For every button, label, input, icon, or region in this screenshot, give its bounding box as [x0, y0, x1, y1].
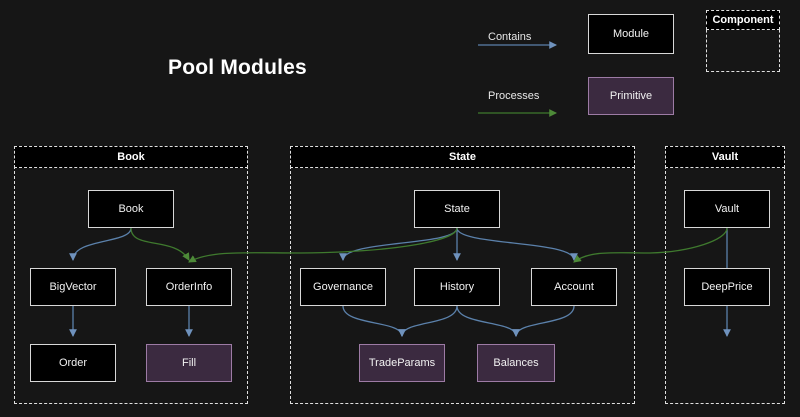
legend-contains-label: Contains	[488, 31, 532, 43]
node-vault[interactable]: Vault	[684, 190, 770, 228]
node-balances[interactable]: Balances	[477, 344, 555, 382]
node-deepprice[interactable]: DeepPrice	[684, 268, 770, 306]
group-vault-label: Vault	[665, 146, 785, 168]
node-state[interactable]: State	[414, 190, 500, 228]
node-tradeparams[interactable]: TradeParams	[359, 344, 445, 382]
node-governance[interactable]: Governance	[300, 268, 386, 306]
group-state-label: State	[290, 146, 635, 168]
group-book-label: Book	[14, 146, 248, 168]
legend-processes-label: Processes	[488, 90, 540, 102]
node-order[interactable]: Order	[30, 344, 116, 382]
node-fill[interactable]: Fill	[146, 344, 232, 382]
node-orderinfo[interactable]: OrderInfo	[146, 268, 232, 306]
node-bigvector[interactable]: BigVector	[30, 268, 116, 306]
legend-component-label: Component	[706, 10, 780, 30]
node-history[interactable]: History	[414, 268, 500, 306]
legend-primitive-box: Primitive	[588, 77, 674, 115]
page-title: Pool Modules	[168, 56, 307, 79]
legend-module-box: Module	[588, 14, 674, 54]
node-account[interactable]: Account	[531, 268, 617, 306]
node-book[interactable]: Book	[88, 190, 174, 228]
